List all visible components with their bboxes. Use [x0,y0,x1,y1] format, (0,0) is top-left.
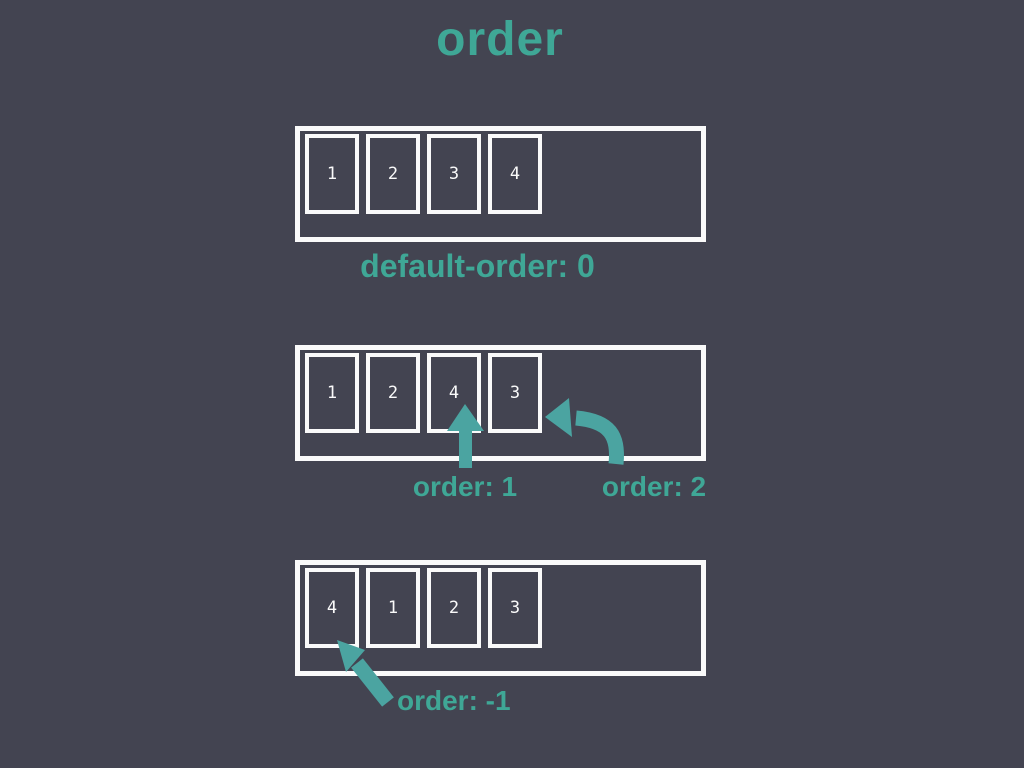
flex-item: 3 [427,134,481,214]
flex-item-number: 3 [509,383,521,403]
flex-item: 2 [427,568,481,648]
caption-order-minus-1: order: -1 [397,685,511,716]
flex-item: 3 [488,568,542,648]
flex-item-number: 4 [509,164,521,184]
flex-item: 4 [305,568,359,648]
caption-order-1: order: 1 [412,471,518,502]
caption-order-2: order: 2 [601,471,707,502]
flex-item: 3 [488,353,542,433]
flex-item-number: 4 [326,598,338,618]
flex-item: 1 [366,568,420,648]
flex-item-number: 3 [448,164,460,184]
flex-item-number: 2 [387,383,399,403]
flex-item: 4 [427,353,481,433]
flex-item-number: 2 [448,598,460,618]
flex-container-default-order: 1 2 3 4 [295,126,706,242]
flex-item: 4 [488,134,542,214]
flex-item: 2 [366,353,420,433]
page-title: order [436,13,564,66]
flex-item-number: 2 [387,164,399,184]
flex-item-number: 3 [509,598,521,618]
flex-item-number: 1 [326,383,338,403]
flex-container-order-minus-1: 4 1 2 3 [295,560,706,676]
flex-item: 1 [305,353,359,433]
flex-item-number: 1 [387,598,399,618]
flex-item: 2 [366,134,420,214]
caption-default-order: default-order: 0 [360,248,595,284]
flex-item: 1 [305,134,359,214]
flex-item-number: 4 [448,383,460,403]
flex-container-order-1-2: 1 2 4 3 [295,345,706,461]
flex-item-number: 1 [326,164,338,184]
